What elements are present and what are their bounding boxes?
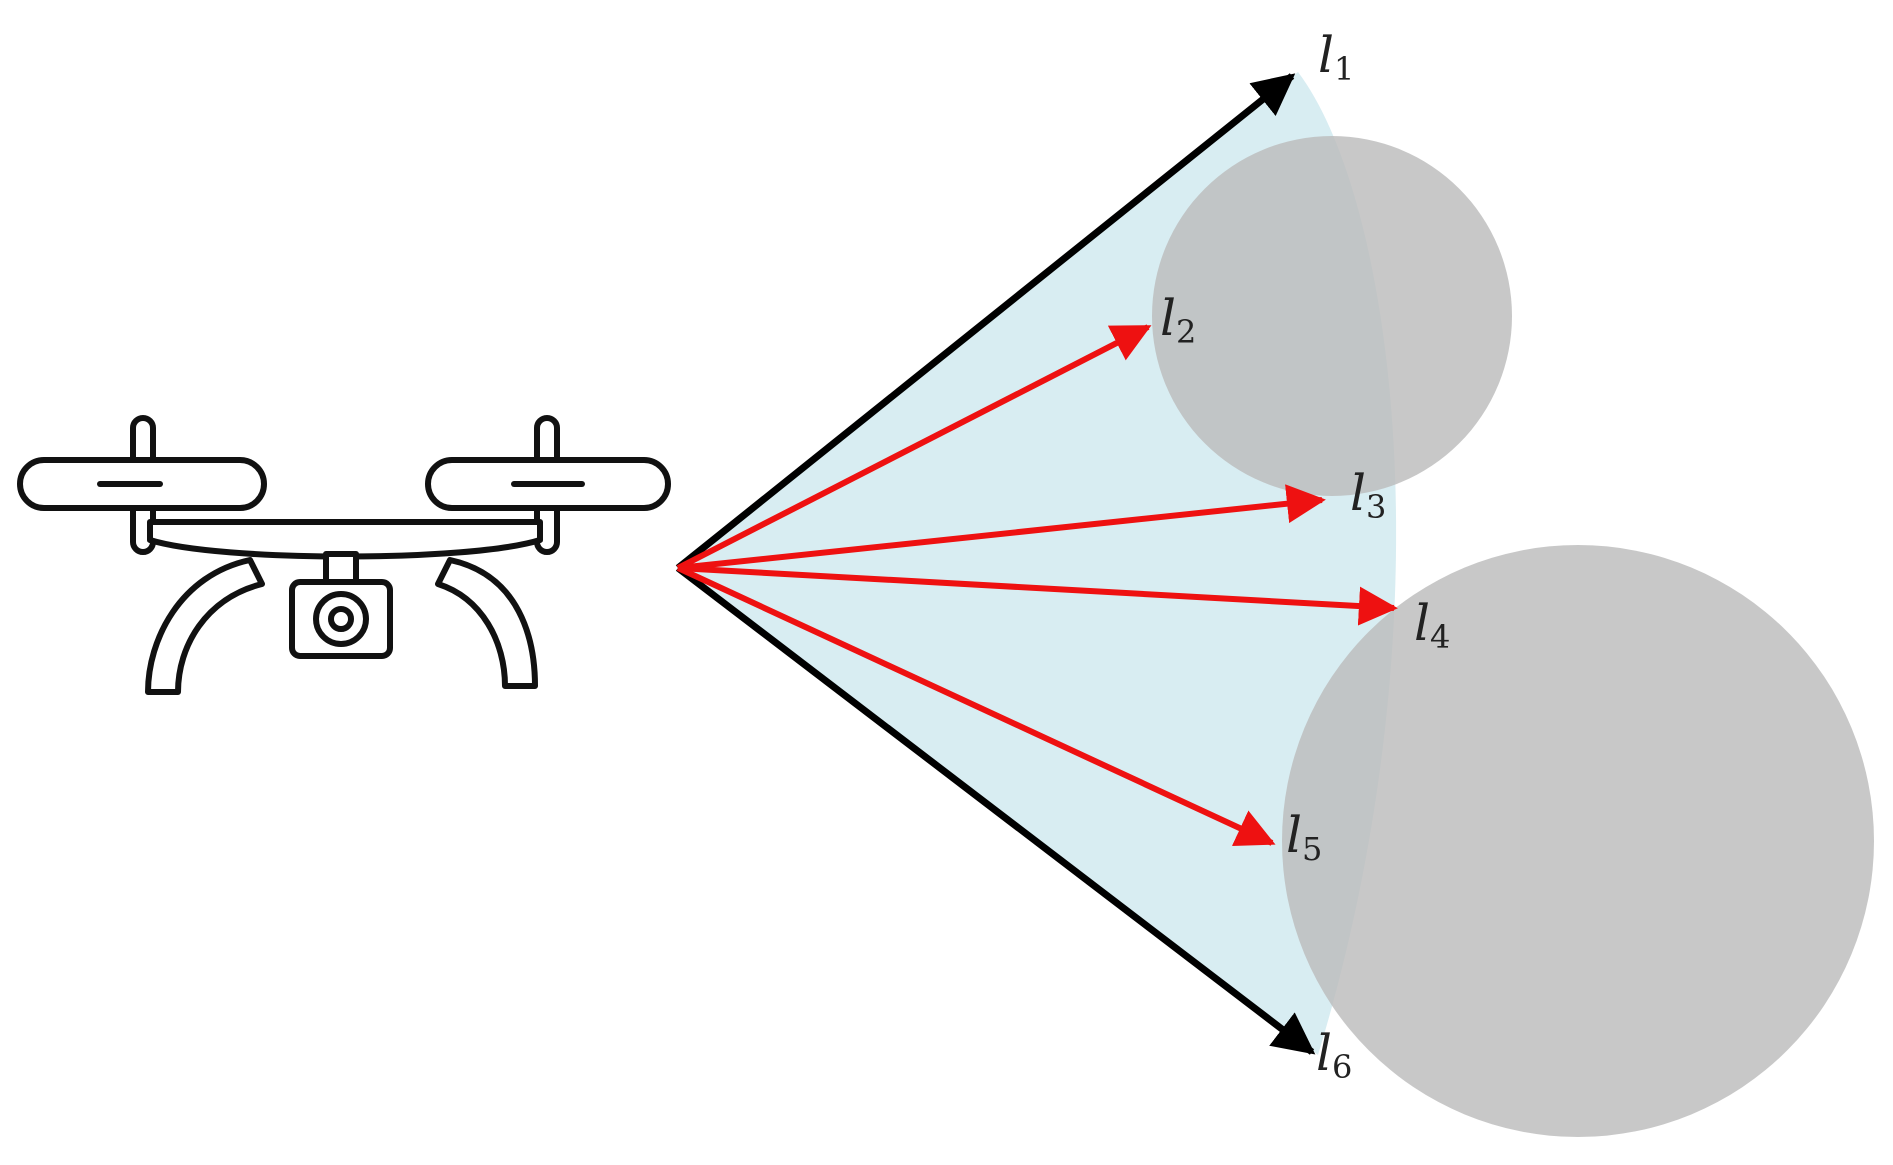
obstacle-upper bbox=[1152, 136, 1512, 496]
drone-icon bbox=[17, 415, 671, 695]
ray-l1 bbox=[675, 73, 1296, 571]
ray-l4 bbox=[677, 565, 1398, 626]
ray-l5 bbox=[676, 565, 1276, 846]
obstacle-lower bbox=[1282, 545, 1874, 1137]
label-l3: l3 bbox=[1350, 464, 1386, 526]
label-l1: l1 bbox=[1318, 26, 1354, 88]
label-l4: l4 bbox=[1414, 594, 1450, 656]
label-l2: l2 bbox=[1160, 289, 1196, 351]
drone-leg-left bbox=[145, 557, 265, 695]
ray-l2 bbox=[676, 324, 1152, 571]
drone-leg-right bbox=[435, 557, 538, 689]
ray-l3 bbox=[677, 484, 1326, 571]
camera-icon bbox=[289, 579, 393, 659]
label-l5: l5 bbox=[1286, 806, 1322, 868]
ray-l6 bbox=[675, 565, 1316, 1055]
label-l6: l6 bbox=[1316, 1024, 1352, 1086]
